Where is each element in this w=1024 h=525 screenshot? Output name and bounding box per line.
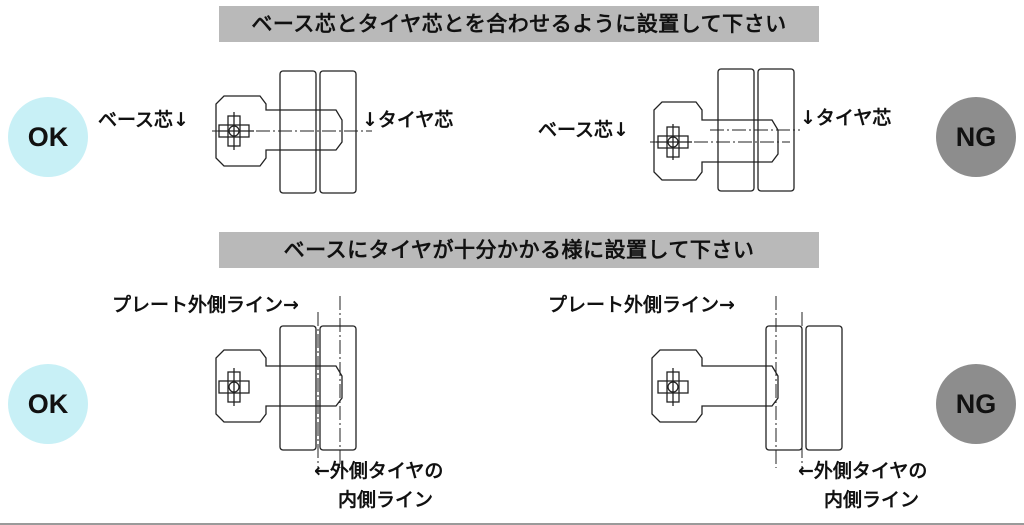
tl-base-center-label: ベース芯↓ [98, 109, 189, 131]
bl-tire-inner-line-label-1: ←外側タイヤの [314, 460, 444, 482]
br-inner-tire [765, 325, 803, 451]
br-tire-inner-line-label-2: 内側ライン [824, 489, 920, 511]
bl-tire-inner-line-label-2: 内側ライン [338, 489, 434, 511]
bottom-divider [0, 523, 1024, 525]
bl-inner-tire [279, 325, 317, 451]
tr-base-center-label: ベース芯↓ [538, 119, 629, 141]
tl-outer-tire [319, 70, 357, 194]
tl-tire-center-label: ↓タイヤ芯 [362, 109, 454, 131]
br-tire-inner-line-label-1: ←外側タイヤの [798, 460, 928, 482]
br-plate-outer-line-label: プレート外側ライン→ [548, 294, 735, 316]
tr-base-plate [653, 101, 779, 181]
ok-badge-bottom: OK [8, 364, 88, 444]
bl-base-plate [215, 349, 343, 423]
tl-inner-tire [279, 70, 317, 194]
br-base-plate [651, 349, 779, 423]
ok-badge-top: OK [8, 97, 88, 177]
top-instruction-banner: ベース芯とタイヤ芯とを合わせるように設置して下さい [219, 6, 819, 42]
bottom-instruction-banner: ベースにタイヤが十分かかる様に設置して下さい [219, 232, 819, 268]
tr-tire-center-label: ↓タイヤ芯 [800, 107, 892, 129]
br-outer-tire [805, 325, 843, 451]
bl-outer-tire [319, 325, 357, 451]
ng-badge-bottom: NG [936, 364, 1016, 444]
bl-plate-outer-line-label: プレート外側ライン→ [112, 294, 299, 316]
ng-badge-top: NG [936, 97, 1016, 177]
